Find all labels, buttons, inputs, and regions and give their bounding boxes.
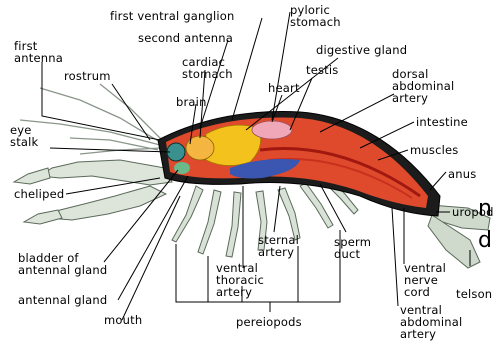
label-mouth: mouth [104, 314, 142, 326]
label-rostrum: rostrum [64, 70, 111, 82]
label-antennal-gland: antennal gland [18, 294, 107, 306]
label-first-ventral-ganglion: first ventral ganglion [110, 10, 234, 22]
label-digestive-gland: digestive gland [316, 44, 407, 56]
label-eye-stalk: eye stalk [10, 124, 38, 148]
label-dorsal-abdominal-artery: dorsal abdominal artery [392, 68, 454, 104]
label-sternal-artery: sternal artery [258, 234, 299, 258]
label-first-antenna: first antenna [14, 40, 63, 64]
label-uropod: uropod [452, 206, 494, 218]
label-heart: heart [268, 82, 300, 94]
stray-text-2: d [478, 228, 492, 253]
label-testis: testis [306, 64, 338, 76]
label-muscles: muscles [410, 144, 458, 156]
label-cheliped: cheliped [14, 188, 64, 200]
label-cardiac-stomach: cardiac stomach [182, 56, 233, 80]
label-intestine: intestine [416, 116, 468, 128]
label-ventral-nerve-cord: ventral nerve cord [404, 262, 446, 298]
label-sperm-duct: sperm duct [334, 236, 371, 260]
label-brain: brain [176, 96, 207, 108]
label-ventral-abdominal-artery: ventral abdominal artery [400, 304, 462, 340]
label-second-antenna: second antenna [138, 32, 233, 44]
label-anus: anus [448, 168, 476, 180]
label-ventral-thoracic-artery: ventral thoracic artery [216, 262, 264, 298]
label-pyloric-stomach: pyloric stomach [290, 4, 341, 28]
label-bladder-of-antennal-gland: bladder of antennal gland [18, 252, 107, 276]
label-pereiopods: pereiopods [236, 316, 302, 328]
antennae-drawing [20, 84, 162, 154]
label-telson: telson [456, 288, 492, 300]
